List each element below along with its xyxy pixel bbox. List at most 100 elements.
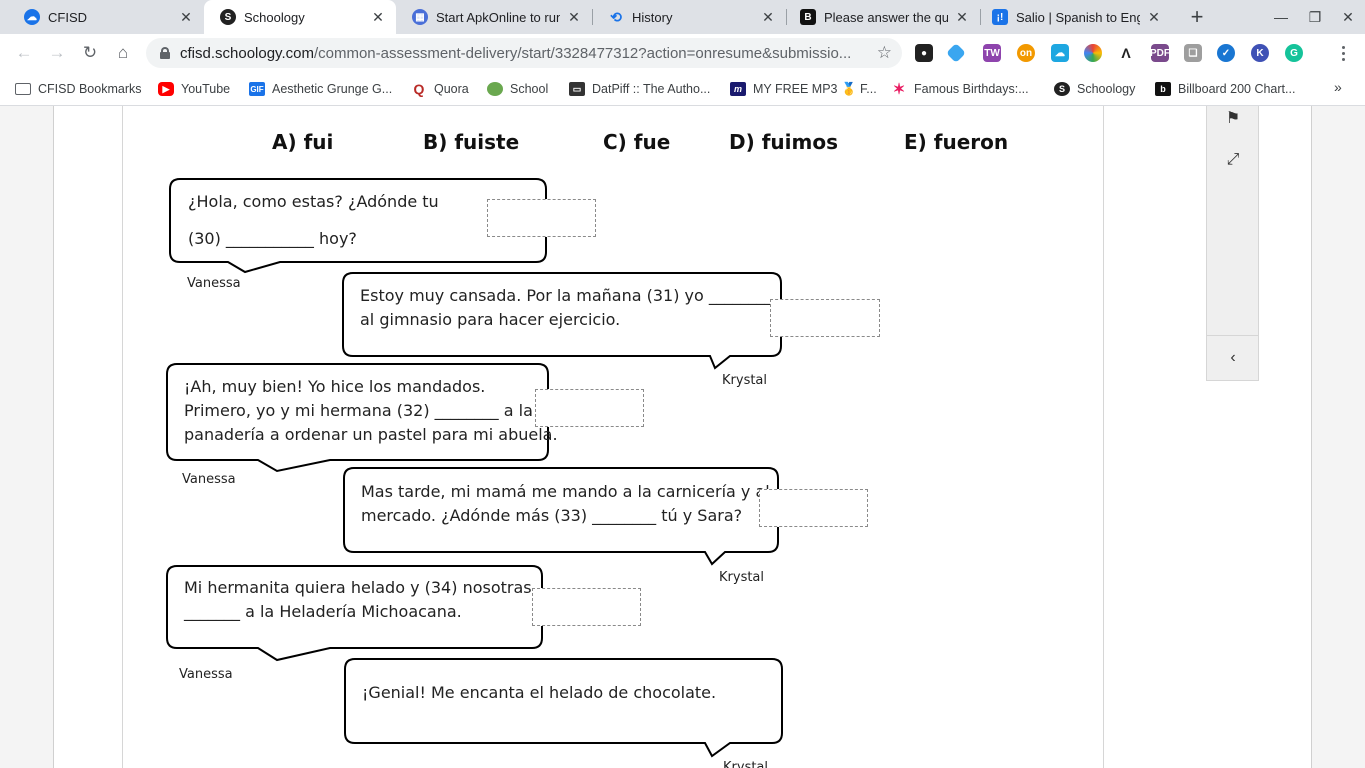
bookmark-aesthetic-grunge[interactable]: GIF Aesthetic Grunge G... — [249, 80, 392, 98]
extension-ninja-icon[interactable]: ● — [915, 44, 933, 62]
chevron-left-icon[interactable]: ‹ — [1230, 349, 1236, 366]
bookmark-famous-birthdays[interactable]: ✶ Famous Birthdays:... — [891, 80, 1029, 98]
speaker-label: Vanessa — [187, 276, 241, 291]
choice-b: B) fuiste — [423, 130, 520, 154]
fullscreen-icon[interactable]: ⤢ — [1226, 151, 1240, 168]
tab-history[interactable]: ⟲ History ✕ — [592, 0, 786, 34]
tab-brainly[interactable]: B Please answer the que ✕ — [784, 0, 980, 34]
speech-bubble-1 — [169, 178, 547, 274]
dialogue-line: Mi hermanita quiera helado y (34) nosotr… — [184, 578, 532, 597]
bookmark-label: School — [510, 82, 549, 96]
bookmark-school[interactable]: School — [487, 80, 548, 98]
choice-a: A) fui — [272, 130, 334, 154]
tab-spanishdict[interactable]: ¡! Salio | Spanish to Engl ✕ — [976, 0, 1172, 34]
restore-icon[interactable]: ❐ — [1308, 8, 1322, 25]
folder-icon — [15, 83, 31, 95]
tab-cfisd[interactable]: ☁ CFISD ✕ — [8, 0, 204, 34]
answer-dropzone-33[interactable] — [759, 489, 868, 527]
speech-bubble-3 — [166, 363, 549, 473]
extension-compass-icon[interactable]: ✓ — [1217, 44, 1235, 62]
reload-icon[interactable]: ↻ — [82, 43, 98, 62]
panel-divider — [1207, 335, 1258, 336]
close-icon[interactable]: ✕ — [372, 8, 384, 25]
bookmark-schoology[interactable]: S Schoology — [1054, 80, 1135, 98]
billboard-icon: b — [1155, 82, 1171, 96]
url-path: /common-assessment-delivery/start/332847… — [313, 44, 852, 62]
new-tab-button[interactable]: + — [1190, 4, 1204, 29]
lock-icon — [160, 47, 170, 59]
close-icon[interactable]: ✕ — [1148, 8, 1160, 25]
extension-puzzle-icon[interactable]: TW — [983, 44, 1001, 62]
extension-color-icon[interactable] — [1084, 44, 1102, 62]
bookmark-label: MY FREE MP3 🥇 F... — [753, 81, 877, 96]
tab-title: CFISD — [48, 9, 87, 25]
tab-separator — [980, 9, 981, 25]
answer-dropzone-32[interactable] — [535, 389, 644, 427]
tab-title: History — [632, 9, 673, 25]
bookmark-billboard[interactable]: b Billboard 200 Chart... — [1155, 80, 1295, 98]
speech-bubble-2 — [342, 272, 782, 370]
extension-a-icon[interactable]: Λ — [1121, 45, 1131, 61]
tab-title: Schoology — [244, 9, 305, 25]
dialogue-line: Primero, yo y mi hermana (32) ________ a… — [184, 401, 533, 420]
flag-icon[interactable]: ⚑ — [1225, 110, 1241, 127]
content-border-left — [122, 106, 123, 768]
bookmark-datpiff[interactable]: ▭ DatPiff :: The Autho... — [569, 80, 710, 98]
close-icon[interactable]: ✕ — [956, 8, 968, 25]
star-icon: ✶ — [892, 81, 906, 98]
close-icon[interactable]: ✕ — [568, 8, 580, 25]
close-window-icon[interactable]: ✕ — [1342, 8, 1354, 25]
home-icon[interactable]: ⌂ — [117, 43, 129, 62]
quora-icon: Q — [413, 81, 425, 97]
answer-dropzone-34[interactable] — [532, 588, 641, 626]
dialogue-line: ¿Hola, como estas? ¿Adónde tu — [188, 192, 439, 211]
speaker-label: Vanessa — [182, 472, 236, 487]
forward-icon[interactable]: → — [48, 43, 66, 62]
dialogue-line: panadería a ordenar un pastel para mi ab… — [184, 425, 558, 444]
close-icon[interactable]: ✕ — [180, 8, 192, 25]
bookmarks-overflow-icon[interactable]: » — [1334, 79, 1342, 95]
speech-bubble-4 — [343, 467, 779, 566]
bookmark-label: CFISD Bookmarks — [38, 82, 142, 96]
bookmark-star-icon[interactable]: ☆ — [876, 43, 892, 62]
address-bar[interactable]: cfisd.schoology.com/common-assessment-de… — [146, 38, 902, 68]
bookmark-quora[interactable]: Q Quora — [411, 80, 469, 98]
back-icon[interactable]: ← — [15, 43, 33, 62]
tab-separator — [786, 9, 787, 25]
grammarly-icon[interactable]: G — [1285, 44, 1303, 62]
speaker-label: Krystal — [719, 570, 765, 585]
answer-dropzone-31[interactable] — [770, 299, 880, 337]
url-text[interactable]: cfisd.schoology.com/common-assessment-de… — [180, 45, 860, 62]
bookmark-youtube[interactable]: ▶ YouTube — [158, 80, 230, 98]
bookmark-my-free-mp3[interactable]: m MY FREE MP3 🥇 F... — [730, 80, 877, 98]
bookmark-cfisd-bookmarks[interactable]: CFISD Bookmarks — [15, 80, 142, 98]
minimize-icon[interactable]: — — [1274, 9, 1288, 25]
speech-bubbles — [166, 178, 783, 758]
bookmark-label: Famous Birthdays:... — [914, 82, 1029, 96]
tab-apkonline[interactable]: ▦ Start ApkOnline to run ✕ — [396, 0, 592, 34]
extension-cloud-icon[interactable]: ☁ — [1051, 44, 1069, 62]
extension-pdf-icon[interactable]: PDF — [1150, 44, 1170, 62]
tab-title: Please answer the que — [824, 9, 948, 25]
extension-diamond-icon[interactable] — [946, 43, 966, 63]
bookmark-label: Schoology — [1077, 82, 1136, 96]
speaker-label: Vanessa — [179, 667, 233, 682]
dialogue-line: ¡Genial! Me encanta el helado de chocola… — [362, 683, 717, 702]
youtube-icon: ▶ — [158, 82, 174, 96]
speech-bubble-5 — [166, 565, 543, 662]
extension-on-icon[interactable]: on — [1017, 44, 1035, 62]
page-content: ⚑ ⤢ ‹ A) fui B) fuiste C) fue D) fuimos … — [0, 106, 1365, 768]
extension-copy-icon[interactable]: ❏ — [1184, 44, 1202, 62]
answer-dropzone-30[interactable] — [487, 199, 596, 237]
browser-menu-icon[interactable] — [1333, 42, 1353, 64]
close-icon[interactable]: ✕ — [762, 8, 774, 25]
choice-c: C) fue — [603, 130, 671, 154]
tab-strip: ☁ CFISD ✕ S Schoology ✕ ▦ Start ApkOnlin… — [0, 0, 1365, 34]
history-icon: ⟲ — [610, 8, 622, 25]
browser-toolbar: ← → ↻ ⌂ cfisd.schoology.com/common-asses… — [0, 34, 1365, 72]
extension-k-icon[interactable]: K — [1251, 44, 1269, 62]
assessment-side-panel: ⚑ ⤢ ‹ — [1206, 106, 1259, 381]
dialogue-line: mercado. ¿Adónde más (33) ________ tú y … — [361, 506, 743, 525]
tab-schoology[interactable]: S Schoology ✕ — [204, 0, 396, 34]
datpiff-icon: ▭ — [569, 82, 585, 96]
